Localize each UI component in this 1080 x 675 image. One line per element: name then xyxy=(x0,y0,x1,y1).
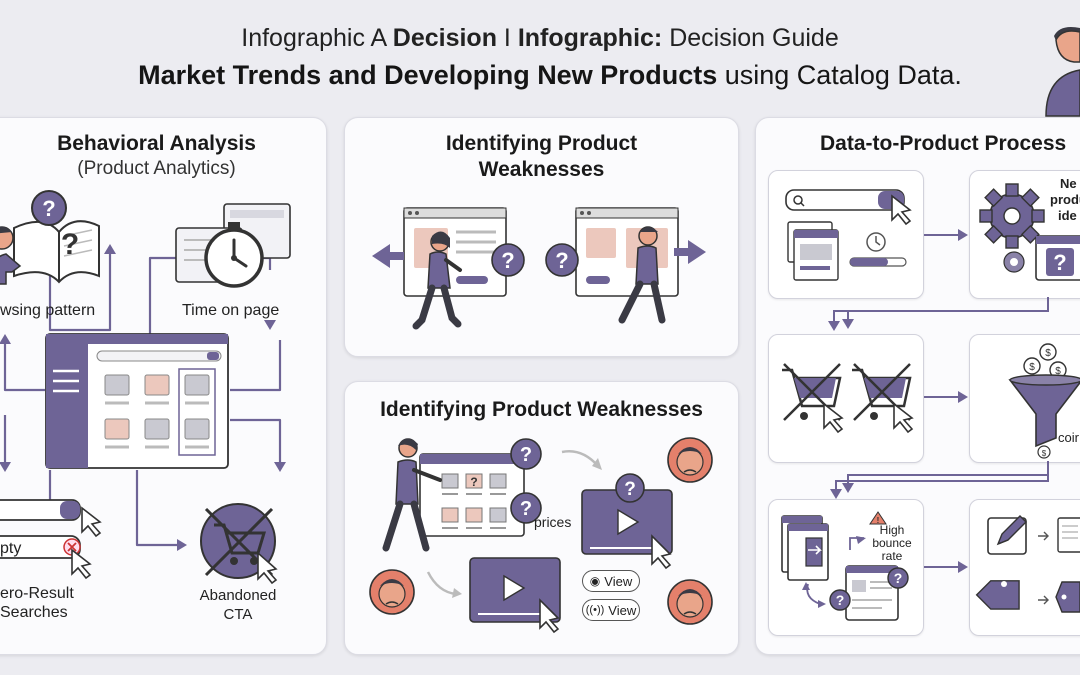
svg-text:?: ? xyxy=(894,570,903,586)
time-on-page-label: Time on page xyxy=(182,302,280,319)
abandoned-cta-label-1: Abandoned xyxy=(199,587,277,604)
weakness-top-title-2: Weaknesses xyxy=(478,158,605,181)
svg-text:?: ? xyxy=(1053,250,1066,275)
svg-text:?: ? xyxy=(470,475,477,489)
edit-and-tag-icons xyxy=(975,515,1080,613)
presenter-person-icon xyxy=(1045,27,1080,117)
funnel-icon: $ $ $ $ xyxy=(1008,343,1080,459)
eye-icon: ◉ xyxy=(589,574,601,588)
browsing-pattern-label: wsing pattern xyxy=(0,302,96,319)
svg-text:!: ! xyxy=(877,516,880,525)
weakness-products-illustration: ? ? ? ? xyxy=(369,437,713,634)
gear-icon: ? xyxy=(979,183,1080,281)
svg-text:$: $ xyxy=(1042,449,1047,458)
empty-search-field-text: pty xyxy=(0,540,22,557)
coin-label: coir xyxy=(1058,430,1079,445)
prices-label: prices xyxy=(534,514,572,530)
stopwatch-icon xyxy=(175,203,291,288)
process-title: Data-to-Product Process xyxy=(820,132,1067,155)
high-bounce-rate-icon: ! ? ? xyxy=(781,511,909,621)
svg-text:?: ? xyxy=(61,228,79,261)
bounce-label-3: rate xyxy=(881,549,903,563)
header-line-2: Market Trends and Developing New Product… xyxy=(138,60,962,90)
open-book-icon: ? ? xyxy=(0,190,100,285)
svg-text:?: ? xyxy=(836,592,845,608)
search-and-windows-icon xyxy=(785,189,912,281)
svg-text:$: $ xyxy=(1055,366,1061,377)
view-button-1[interactable]: ◉View xyxy=(582,570,640,592)
new-idea-label-1: Ne xyxy=(1060,176,1077,191)
catalog-window[interactable] xyxy=(45,333,229,469)
weakness-walk-illustration: ? ? xyxy=(372,207,706,330)
view-button-2[interactable]: ((•))View xyxy=(582,599,640,621)
zero-result-label-1: ero-Result xyxy=(0,585,74,602)
svg-text:?: ? xyxy=(624,479,636,500)
search-bar-icon[interactable] xyxy=(0,498,102,580)
weakness-bottom-title: Identifying Product Weaknesses xyxy=(380,398,703,421)
header-line-1: Infographic A Decision I Infographic: De… xyxy=(241,24,839,52)
bounce-label-2: bounce xyxy=(872,536,912,550)
process-card-carts xyxy=(768,334,924,463)
zero-result-label-2: Searches xyxy=(0,604,68,621)
behavioral-analysis-subtitle: (Product Analytics) xyxy=(77,158,236,179)
svg-text:?: ? xyxy=(42,196,55,221)
bounce-label-1: High xyxy=(879,523,905,537)
abandoned-cta-label-2: CTA xyxy=(223,606,253,623)
behavioral-analysis-title: Behavioral Analysis xyxy=(57,132,256,155)
svg-text:?: ? xyxy=(501,248,514,273)
svg-text:?: ? xyxy=(520,444,532,466)
svg-text:$: $ xyxy=(1029,362,1035,373)
process-connectors-right xyxy=(842,297,1049,493)
abandoned-cart-icon xyxy=(200,503,278,585)
crossed-cart-icons xyxy=(782,363,914,434)
new-idea-label-2: produ xyxy=(1050,192,1080,207)
svg-text:?: ? xyxy=(555,248,568,273)
weakness-top-title-1: Identifying Product xyxy=(445,132,638,155)
svg-text:$: $ xyxy=(1045,348,1051,359)
new-idea-label-3: ide xyxy=(1058,208,1077,223)
broadcast-icon: ((•)) xyxy=(585,604,605,616)
svg-text:?: ? xyxy=(520,498,532,520)
